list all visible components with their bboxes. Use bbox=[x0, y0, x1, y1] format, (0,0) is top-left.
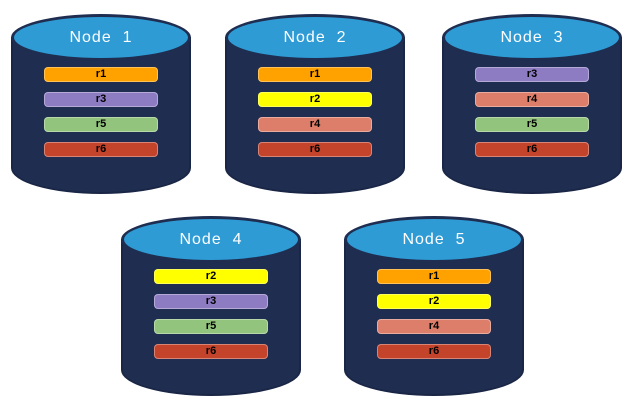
replica-label: r1 bbox=[95, 68, 107, 80]
database-node: Node 3 r3 r4 r5 r6 bbox=[442, 14, 622, 194]
cylinder-top: Node 3 bbox=[442, 14, 622, 61]
replica-label: r6 bbox=[526, 143, 538, 155]
replica-label: r4 bbox=[309, 118, 321, 130]
replica-bar: r2 bbox=[258, 92, 372, 107]
replica-bar: r2 bbox=[377, 294, 491, 309]
replica-bar: r1 bbox=[258, 67, 372, 82]
replica-label: r3 bbox=[95, 93, 107, 105]
cylinder-body bbox=[11, 37, 191, 194]
replica-bar: r5 bbox=[475, 117, 589, 132]
replica-bar: r6 bbox=[475, 142, 589, 157]
cylinder-top: Node 5 bbox=[344, 216, 524, 263]
replica-bar: r4 bbox=[475, 92, 589, 107]
cylinder-body bbox=[344, 239, 524, 396]
replica-bar: r3 bbox=[44, 92, 158, 107]
replica-bar: r3 bbox=[475, 67, 589, 82]
cylinder-body bbox=[121, 239, 301, 396]
replica-bar: r1 bbox=[44, 67, 158, 82]
node-title: Node 3 bbox=[500, 29, 564, 46]
replica-label: r1 bbox=[309, 68, 321, 80]
replica-list: r3 r4 r5 r6 bbox=[475, 67, 589, 157]
replica-label: r5 bbox=[526, 118, 538, 130]
cylinder-top: Node 1 bbox=[11, 14, 191, 61]
database-node: Node 2 r1 r2 r4 r6 bbox=[225, 14, 405, 194]
replica-label: r5 bbox=[95, 118, 107, 130]
cylinder-top: Node 2 bbox=[225, 14, 405, 61]
replica-bar: r6 bbox=[154, 344, 268, 359]
replica-bar: r4 bbox=[258, 117, 372, 132]
replica-bar: r5 bbox=[154, 319, 268, 334]
replica-label: r6 bbox=[95, 143, 107, 155]
replica-label: r1 bbox=[428, 270, 440, 282]
replica-label: r3 bbox=[526, 68, 538, 80]
replica-list: r2 r3 r5 r6 bbox=[154, 269, 268, 359]
node-title: Node 5 bbox=[402, 231, 466, 248]
replica-label: r2 bbox=[428, 295, 440, 307]
cylinder-body bbox=[442, 37, 622, 194]
replica-label: r4 bbox=[526, 93, 538, 105]
replica-list: r1 r3 r5 r6 bbox=[44, 67, 158, 157]
replica-label: r5 bbox=[205, 320, 217, 332]
replica-list: r1 r2 r4 r6 bbox=[258, 67, 372, 157]
node-title: Node 1 bbox=[69, 29, 133, 46]
replica-label: r2 bbox=[205, 270, 217, 282]
replica-label: r2 bbox=[309, 93, 321, 105]
replica-bar: r6 bbox=[44, 142, 158, 157]
replica-bar: r6 bbox=[258, 142, 372, 157]
replica-bar: r4 bbox=[377, 319, 491, 334]
replica-bar: r3 bbox=[154, 294, 268, 309]
replica-label: r6 bbox=[205, 345, 217, 357]
replica-label: r3 bbox=[205, 295, 217, 307]
cylinder-body bbox=[225, 37, 405, 194]
replica-label: r4 bbox=[428, 320, 440, 332]
replica-label: r6 bbox=[309, 143, 321, 155]
database-node: Node 1 r1 r3 r5 r6 bbox=[11, 14, 191, 194]
replica-label: r6 bbox=[428, 345, 440, 357]
replica-bar: r2 bbox=[154, 269, 268, 284]
database-node: Node 5 r1 r2 r4 r6 bbox=[344, 216, 524, 396]
replica-bar: r5 bbox=[44, 117, 158, 132]
cylinder-top: Node 4 bbox=[121, 216, 301, 263]
node-title: Node 4 bbox=[179, 231, 243, 248]
node-title: Node 2 bbox=[283, 29, 347, 46]
database-node: Node 4 r2 r3 r5 r6 bbox=[121, 216, 301, 396]
replica-bar: r1 bbox=[377, 269, 491, 284]
replica-bar: r6 bbox=[377, 344, 491, 359]
replica-list: r1 r2 r4 r6 bbox=[377, 269, 491, 359]
